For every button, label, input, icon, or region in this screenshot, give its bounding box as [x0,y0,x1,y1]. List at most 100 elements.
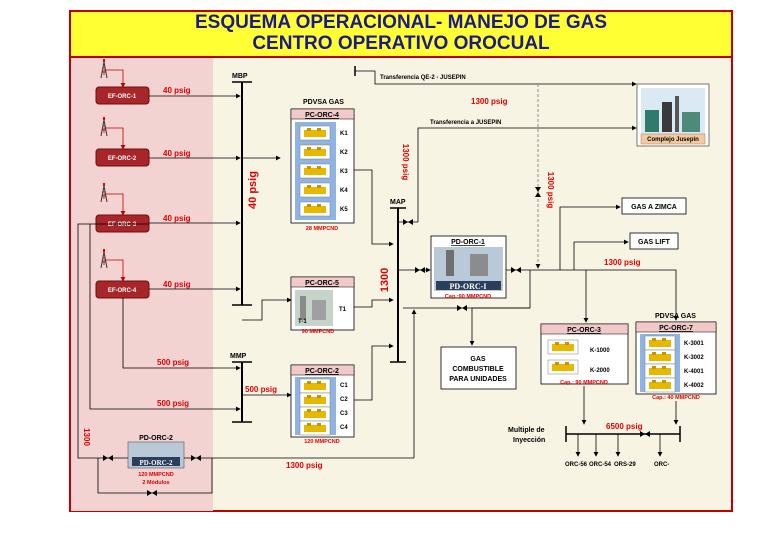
valve-icon [457,305,467,311]
gas-lift-box [629,232,679,250]
manifold-outlet: ORC-54 [589,462,612,468]
injection-manifold: Multiple de Inyección 6500 psig ORC-56 O… [508,422,681,468]
transfer-jusepin-label: Transferencia a JUSEPIN [430,120,501,126]
gas-lift-label: GAS LIFT [638,239,671,246]
pd-orc-2-label: PD-ORC-2 [139,435,173,442]
valve-icon [103,455,113,461]
pc-orc-2: PC-ORC-2 C1 C2 C3 C4 120 MMPCND [290,343,394,445]
valve-icon [191,455,201,461]
pd-orc-1: PD-ORC-1 PD-ORC-I Cap.:90 MMPCND [403,235,560,346]
pressure-1300-bottom: 1300 psig [286,461,323,470]
mmp-header: MMP 500 psig 500 psig 500 psig [89,224,292,423]
title-banner: ESQUEMA OPERACIONAL- MANEJO DE GAS CENTR… [71,12,731,58]
pd-orc-1-label: PD-ORC-1 [451,239,485,246]
valve-icon [535,187,541,197]
unit-label: T1 [339,307,347,313]
pc-orc-2-label: PC-ORC-2 [305,368,339,375]
unit-label: C4 [340,425,348,431]
unit-label: K-3002 [684,355,704,361]
unit-label: K-3001 [684,341,704,347]
pc-orc-4-owner: PDVSA GAS [303,99,344,106]
transfer-qe2-line: Transferencia QE-2 - JUSEPIN 1300 psig 1… [354,66,637,269]
unit-label: K2 [340,150,348,156]
well-label: EF-ORC-4 [108,288,137,294]
map-header: MAP 1300 Transferencia a JUSEPIN 1300 ps… [379,120,637,363]
manifold-label-2: Inyección [513,437,545,444]
map-pressure: 1300 [379,268,391,292]
derrick-icon [100,116,108,137]
well-ef-orc-1: EF-ORC-1 40 psig [95,58,241,105]
pd-orc-2-modules: 2 Módulos [142,480,169,486]
unit-label: K3 [340,169,348,175]
valve-icon [403,219,413,225]
mbp-header: MBP 40 psig [232,73,281,306]
pressure-1300-vert: 1300 psig [401,144,410,181]
transfer-qe2-label: Transferencia QE-2 - JUSEPIN [380,75,466,81]
pc-orc-4: PDVSA GAS PC-ORC-4 K1 K2 K3 K4 K5 28 MMP… [290,99,394,247]
pc-orc-5: PC-ORC-5 T-1 T1 90 MMPCND [242,276,394,335]
well-box-ef-orc-1 [95,86,150,105]
pc-orc-4-label: PC-ORC-4 [305,112,339,119]
pc-orc-7-owner: PDVSA GAS [655,313,696,320]
valve-icon [415,267,425,273]
gas-zimca-label: GAS A ZIMCA [631,204,677,211]
pressure-500: 500 psig [157,358,189,367]
unit-label: C3 [340,411,348,417]
well-pressure: 40 psig [163,280,191,289]
pressure-500: 500 psig [157,399,189,408]
mmp-label: MMP [230,353,247,360]
pd-orc-2: 1300 PD-ORC-2 PD-ORC-2 120 MMPCND 2 Módu… [77,223,417,496]
pd-orc-2-plate: PD-ORC-2 [139,459,173,467]
manifold-outlet: ORC-56 [565,462,588,468]
well-ef-orc-2: EF-ORC-2 40 psig [95,116,241,167]
unit-label: K-4002 [684,383,704,389]
pc-orc-7-label: PC-ORC-7 [659,325,693,332]
manifold-outlet: ORS-29 [614,462,636,468]
unit-label: C2 [340,397,348,403]
well-ef-orc-4: EF-ORC-4 40 psig [95,248,241,299]
pc-orc-4-capacity: 28 MMPCND [306,226,338,232]
pc-orc-7: PDVSA GAS PC-ORC-7 K-3001 K-3002 K-4001 … [635,313,717,425]
distribution-lines: GAS A ZIMCA GAS LIFT 1300 psig GAS COMBU… [440,197,687,390]
well-label: EF-ORC-1 [108,94,137,100]
derrick-icon [100,58,108,79]
pressure-1300-right: 1300 psig [604,258,641,267]
well-label: EF-ORC-3 [108,222,137,228]
pc-orc-3-label: PC-ORC-3 [567,327,601,334]
unit-label: K4 [340,188,348,194]
pc-orc-2-capacity: 120 MMPCND [304,439,339,445]
derrick-icon [100,182,108,203]
pc-orc-5-capacity: 90 MMPCND [302,329,334,335]
pc-orc-5-photo-tag: T-1 [298,319,307,325]
gas-combustible-box [440,346,517,390]
unit-label: K-1000 [590,348,610,354]
complejo-label: Complejo Jusepin [647,137,699,143]
complejo-jusepin: Complejo Jusepin [636,83,710,147]
pd-orc-2-capacity: 120 MMPCND [138,472,173,478]
pressure-1300-top: 1300 psig [471,97,508,106]
unit-label: K-2000 [590,368,610,374]
gas-combustible-line: COMBUSTIBLE [452,366,504,373]
well-pressure: 40 psig [163,214,191,223]
valve-icon [511,267,521,273]
mbp-pressure: 40 psig [247,171,259,209]
manifold-outlet: ORC- [654,462,669,468]
pc-orc-7-capacity: Cap.: 40 MMPCND [652,395,700,401]
derrick-icon [100,248,108,269]
gas-zimca-box [621,197,687,215]
valve-icon [640,431,650,437]
well-label: EF-ORC-2 [108,156,137,162]
pressure-500: 500 psig [245,385,277,394]
pressure-6500: 6500 psig [606,422,643,431]
title-line-1: ESQUEMA OPERACIONAL- MANEJO DE GAS [194,12,608,33]
title-line-2: CENTRO OPERATIVO OROCUAL [252,33,550,54]
pd-orc-1-capacity: Cap.:90 MMPCND [445,294,491,300]
gas-combustible-line: PARA UNIDADES [449,376,507,383]
pd-orc-1-plate: PD-ORC-I [450,282,487,291]
well-pressure: 40 psig [163,149,191,158]
pc-orc-3-capacity: Cap.: 90 MMPCND [560,380,608,386]
pressure-1300-left: 1300 [82,428,91,446]
mbp-label: MBP [232,73,248,80]
manifold-label-1: Multiple de [508,427,545,434]
